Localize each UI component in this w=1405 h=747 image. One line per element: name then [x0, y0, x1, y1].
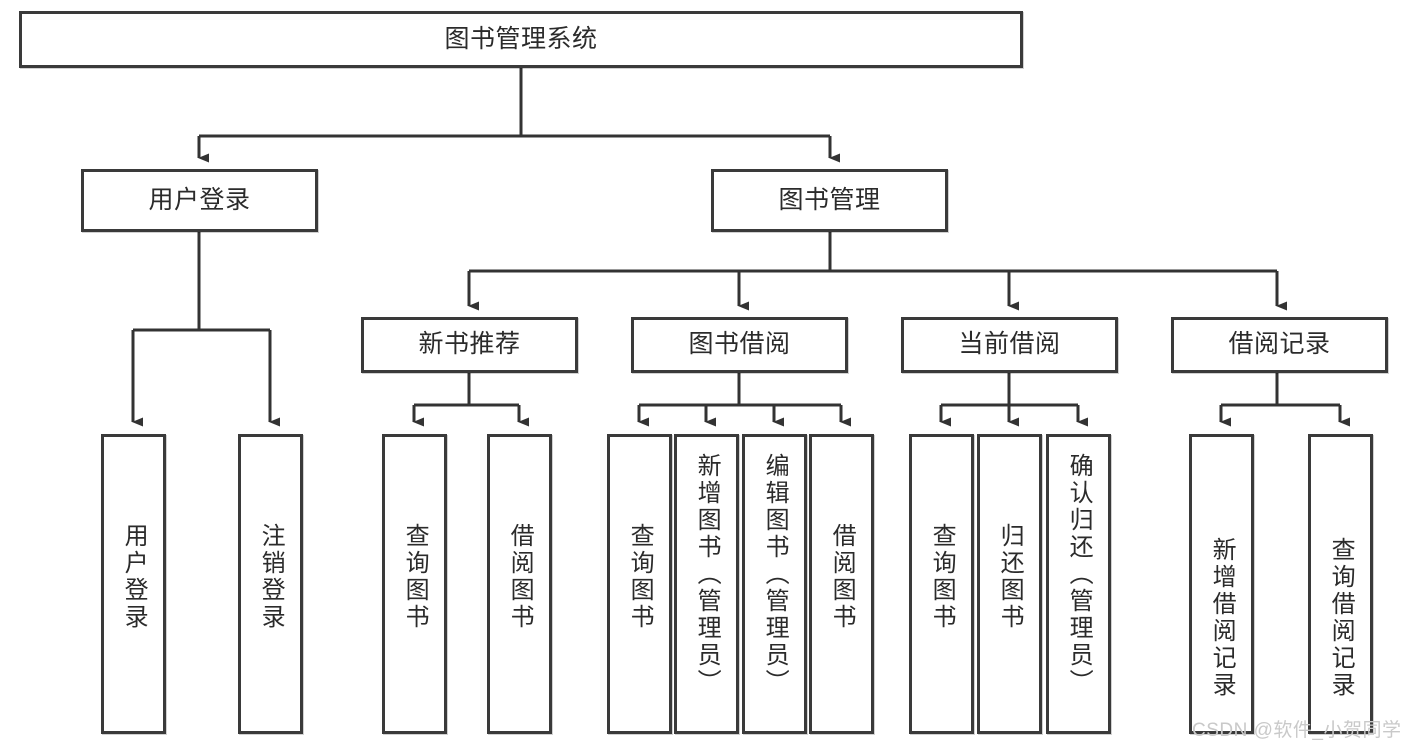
- leaf-new-book-query[interactable]: 查询图书: [382, 434, 447, 734]
- node-book-management[interactable]: 图书管理: [711, 169, 948, 232]
- node-label: 借阅记录: [1228, 330, 1331, 359]
- leaf-current-borrow-confirm[interactable]: 确认归还（管理员）: [1046, 434, 1111, 734]
- leaf-label: 确认归还（管理员）: [1065, 453, 1093, 696]
- node-label: 图书管理系统: [444, 24, 598, 53]
- leaf-user-login-login[interactable]: 用户登录: [101, 434, 166, 734]
- node-label: 图书管理: [778, 185, 881, 214]
- leaf-label: 归还图书: [996, 523, 1024, 631]
- leaf-new-book-borrow[interactable]: 借阅图书: [487, 434, 552, 734]
- leaf-current-borrow-query[interactable]: 查询图书: [909, 434, 974, 734]
- leaf-label: 新增借阅记录: [1208, 537, 1236, 699]
- watermark-text: CSDN @软件_小贺同学: [1192, 720, 1402, 741]
- leaf-label: 查询图书: [928, 523, 956, 631]
- node-new-book-recommend[interactable]: 新书推荐: [361, 317, 578, 373]
- leaf-current-borrow-return[interactable]: 归还图书: [977, 434, 1042, 734]
- leaf-book-borrow-query[interactable]: 查询图书: [607, 434, 672, 734]
- leaf-book-borrow-borrow[interactable]: 借阅图书: [809, 434, 874, 734]
- leaf-label: 借阅图书: [506, 523, 534, 631]
- node-label: 当前借阅: [958, 330, 1061, 359]
- node-root-system[interactable]: 图书管理系统: [19, 11, 1023, 68]
- node-label: 图书借阅: [688, 330, 791, 359]
- node-book-borrow[interactable]: 图书借阅: [631, 317, 848, 373]
- node-user-login[interactable]: 用户登录: [81, 169, 318, 232]
- leaf-label: 借阅图书: [828, 523, 856, 631]
- leaf-label: 注销登录: [257, 523, 285, 631]
- leaf-borrow-record-query[interactable]: 查询借阅记录: [1308, 434, 1373, 734]
- leaf-label: 新增图书（管理员）: [693, 453, 721, 696]
- node-current-borrow[interactable]: 当前借阅: [901, 317, 1118, 373]
- leaf-borrow-record-add[interactable]: 新增借阅记录: [1189, 434, 1254, 734]
- node-label: 用户登录: [148, 185, 251, 214]
- leaf-book-borrow-edit[interactable]: 编辑图书（管理员）: [742, 434, 807, 734]
- leaf-label: 查询借阅记录: [1327, 537, 1355, 699]
- node-label: 新书推荐: [418, 330, 521, 359]
- node-borrow-record[interactable]: 借阅记录: [1171, 317, 1388, 373]
- leaf-label: 查询图书: [626, 523, 654, 631]
- leaf-label: 用户登录: [120, 523, 148, 631]
- leaf-label: 查询图书: [401, 523, 429, 631]
- leaf-book-borrow-add[interactable]: 新增图书（管理员）: [674, 434, 739, 734]
- leaf-label: 编辑图书（管理员）: [761, 453, 789, 696]
- leaf-user-login-logout[interactable]: 注销登录: [238, 434, 303, 734]
